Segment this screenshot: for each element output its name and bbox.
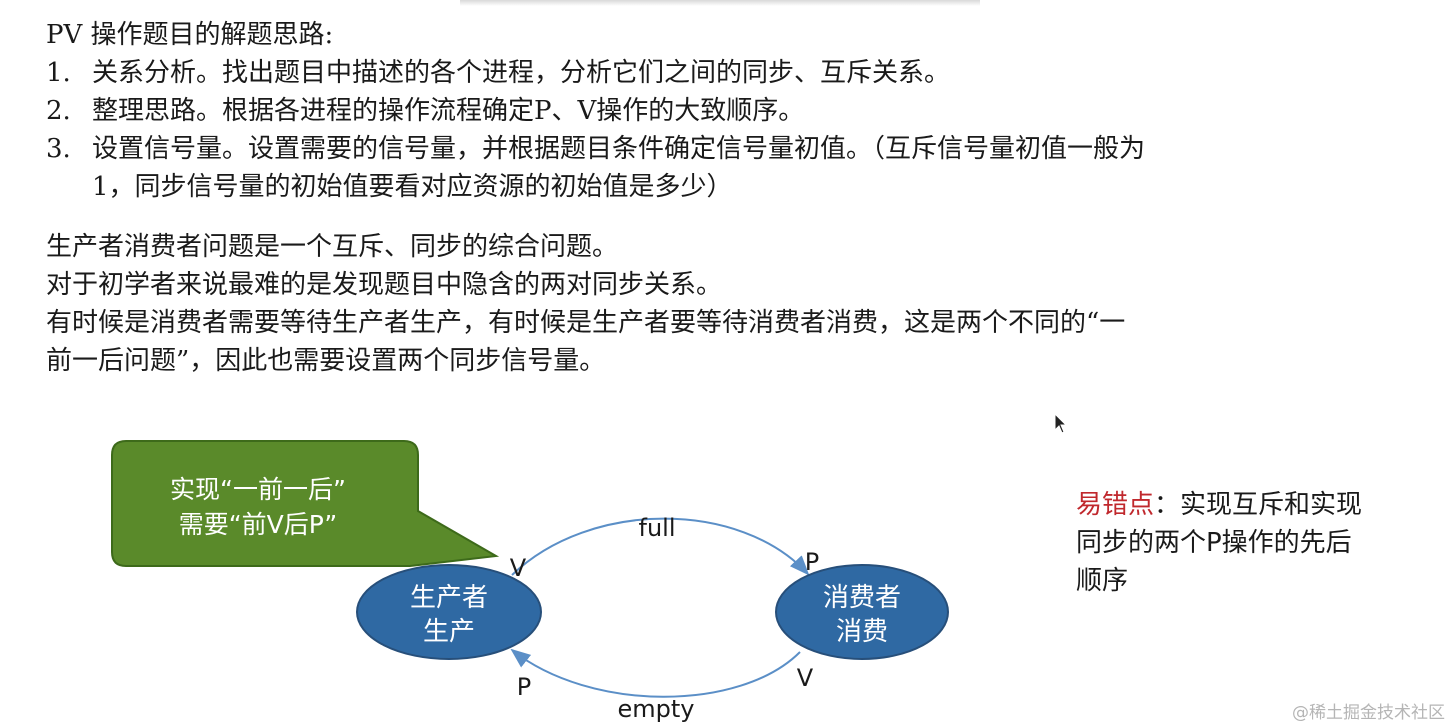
mouse-cursor-icon [1054,413,1068,434]
empty-v-label: V [797,664,814,692]
watermark: @稀土掘金技术社区 [1292,703,1445,723]
note-highlight: 易错点 [1076,490,1155,520]
step-3: 3. 设置信号量。设置需要的信号量，并根据题目条件确定信号量初值。（互斥信号量初… [46,130,1366,168]
producer-node [356,564,542,660]
producer-label-line1: 生产者 [410,583,488,613]
producer-consumer-explanation: 生产者消费者问题是一个互斥、同步的综合问题。 对于初学者来说最难的是发现题目中隐… [46,228,1346,380]
step-number: 3. [46,134,71,164]
empty-arc [510,648,801,698]
step-1: 1. 关系分析。找出题目中描述的各个进程，分析它们之间的同步、互斥关系。 [46,54,1366,92]
step-text: 设置信号量。设置需要的信号量，并根据题目条件确定信号量初值。（互斥信号量初值一般… [92,134,1146,164]
consumer-label-line2: 消费 [836,617,888,647]
full-p-label: P [805,548,819,576]
step-number: 1. [46,58,71,88]
paragraph-line: 对于初学者来说最难的是发现题目中隐含的两对同步关系。 [46,270,723,300]
paragraph-line: 生产者消费者问题是一个互斥、同步的综合问题。 [46,232,619,262]
note-text: ：实现互斥和实现同步的两个P操作的先后顺序 [1076,490,1363,596]
paragraph-line: 有时候是消费者需要等待生产者生产，有时候是生产者要等待消费者消费，这是两个不同的… [46,308,1126,338]
consumer-label-line1: 消费者 [823,583,901,613]
full-arc [511,517,810,576]
step-3-continuation: 1，同步信号量的初始值要看对应资源的初始值是多少） [92,172,733,202]
step-text: 关系分析。找出题目中描述的各个进程，分析它们之间的同步、互斥关系。 [92,58,951,88]
callout-text-line1: 实现“一前一后” [170,475,346,504]
step-number: 2. [46,96,71,126]
paragraph-line: 前一后问题”，因此也需要设置两个同步信号量。 [46,346,606,376]
common-mistake-note: 易错点：实现互斥和实现同步的两个P操作的先后顺序 [1076,486,1376,600]
empty-p-label: P [517,673,531,701]
producer-label-line2: 生产 [423,617,475,647]
callout-text-line2: 需要“前V后P” [179,510,338,539]
full-v-label: V [510,554,527,582]
steps-list: 1. 关系分析。找出题目中描述的各个进程，分析它们之间的同步、互斥关系。 2. … [46,54,1366,206]
heading: PV 操作题目的解题思路: [46,20,334,50]
consumer-node [775,564,949,660]
callout-bubble [111,440,500,567]
step-text: 整理思路。根据各进程的操作流程确定P、V操作的大致顺序。 [92,96,805,126]
full-label: full [639,514,676,542]
empty-label: empty [618,695,695,723]
step-2: 2. 整理思路。根据各进程的操作流程确定P、V操作的大致顺序。 [46,92,1366,130]
top-edge-fade [460,0,980,6]
